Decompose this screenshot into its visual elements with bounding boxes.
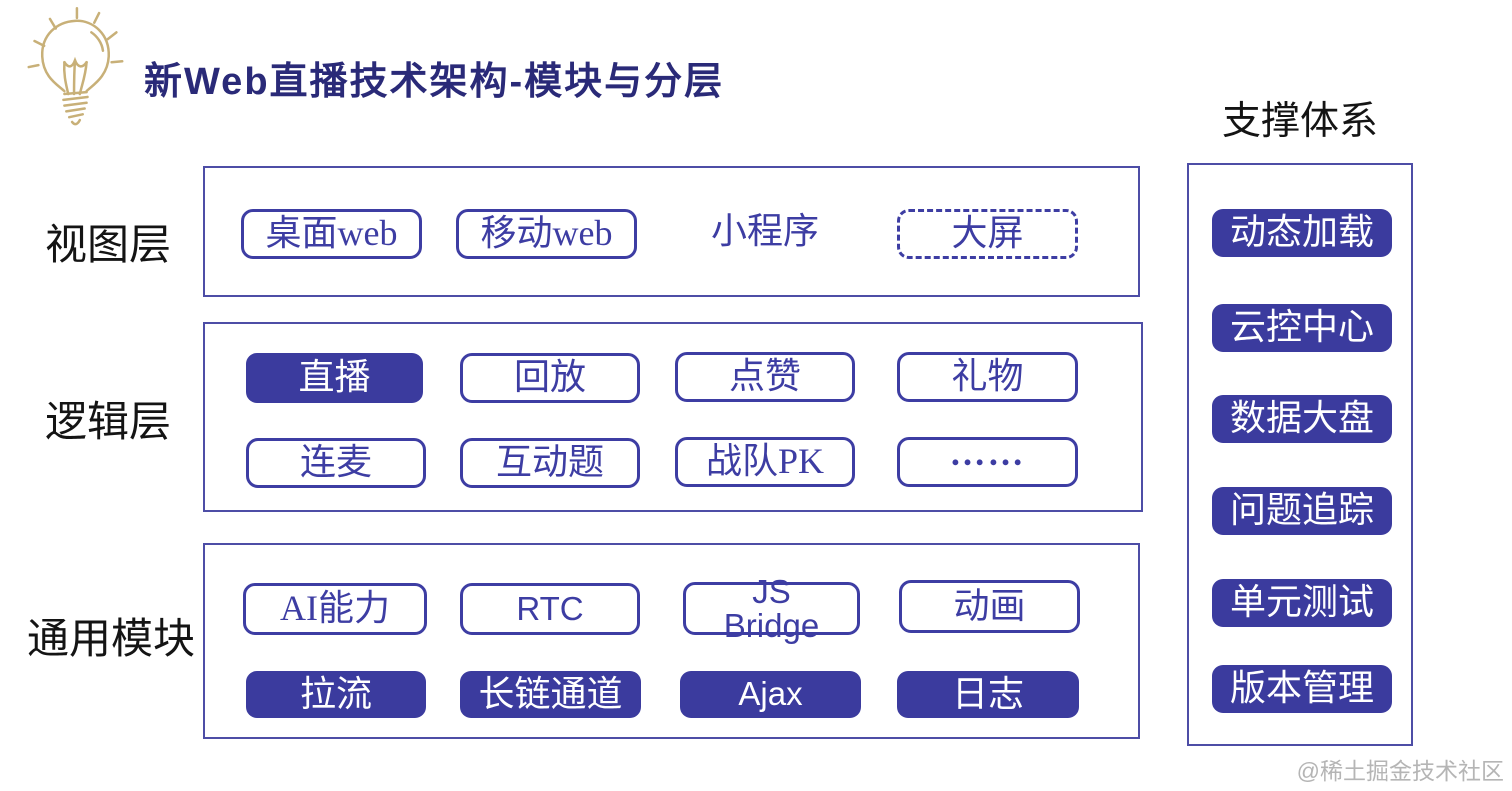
support-system-title: 支撑体系 [1221,100,1378,143]
page-title: 新Web直播技术架构-模块与分层 [144,61,725,103]
chip-long-link: 长链通道 [460,671,641,718]
chip-mic-link: 连麦 [246,438,426,488]
chip-animation: 动画 [899,580,1080,633]
chip-data-dashboard: 数据大盘 [1212,395,1392,443]
chip-mini-program: 小程序 [710,211,819,252]
chip-more: …… [897,433,1078,487]
chip-desktop-web: 桌面web [241,209,422,259]
common-modules-label: 通用模块 [27,617,196,663]
chip-js-bridge: JS Bridge [683,574,860,642]
chip-like: 点赞 [675,352,855,402]
logic-layer-label: 逻辑层 [45,400,172,446]
chip-mobile-web: 移动web [456,209,637,259]
chip-dynamic-loading: 动态加载 [1212,209,1392,257]
chip-pull-stream: 拉流 [246,671,426,718]
chip-rtc: RTC [460,583,640,635]
chip-big-screen: 大屏 [897,209,1078,259]
chip-cloud-control-center: 云控中心 [1212,304,1392,352]
chip-issue-tracking: 问题追踪 [1212,487,1392,535]
chip-quiz: 互动题 [460,438,640,488]
view-layer-label: 视图层 [45,223,172,269]
logic-layer-box [203,322,1143,512]
chip-ai-capability: AI能力 [243,583,427,635]
chip-team-pk: 战队PK [675,437,855,487]
chip-unit-testing: 单元测试 [1212,579,1392,627]
chip-log: 日志 [897,671,1079,718]
common-modules-box [203,543,1140,739]
chip-playback: 回放 [460,353,640,403]
lightbulb-icon [27,7,124,126]
chip-ajax: Ajax [680,671,861,718]
watermark: @稀土掘金技术社区 [1296,758,1504,784]
support-system-box [1187,163,1413,746]
chip-live: 直播 [246,353,423,403]
chip-version-management: 版本管理 [1212,665,1392,713]
chip-more-label: …… [949,433,1026,474]
chip-gift: 礼物 [897,352,1078,402]
view-layer-box [203,166,1140,297]
